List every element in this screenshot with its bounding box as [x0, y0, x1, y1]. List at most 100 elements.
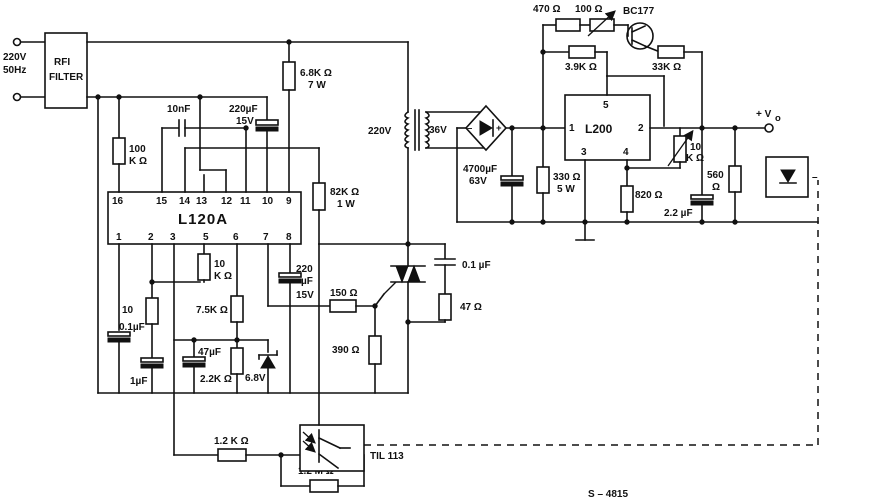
svg-text:820 Ω: 820 Ω	[635, 190, 662, 201]
bridge-rectifier: – +	[464, 104, 508, 152]
resistor-330: 330 Ω 5 W	[536, 166, 580, 195]
svg-text:K Ω: K Ω	[686, 153, 704, 164]
svg-text:K Ω: K Ω	[214, 271, 232, 282]
resistor-6k8: 6.8K Ω 7 W	[282, 61, 332, 91]
svg-text:2.2K Ω: 2.2K Ω	[200, 374, 232, 385]
svg-text:150 Ω: 150 Ω	[330, 288, 357, 299]
svg-text:15: 15	[156, 196, 168, 207]
svg-text:1: 1	[116, 232, 122, 243]
svg-text:2.2 µF: 2.2 µF	[664, 208, 693, 219]
capacitor-4700uf: 4700µF 63V	[463, 164, 524, 187]
svg-text:220V: 220V	[368, 126, 392, 137]
resistor-560: 560 Ω	[707, 165, 742, 193]
svg-text:36V: 36V	[429, 125, 447, 136]
svg-text:L120A: L120A	[178, 211, 228, 228]
resistor-82k: 82K Ω 1 W	[312, 182, 359, 211]
svg-text:100 Ω: 100 Ω	[575, 4, 602, 15]
svg-text:3.9K Ω: 3.9K Ω	[565, 62, 597, 73]
svg-text:15V: 15V	[296, 290, 314, 301]
svg-text:2: 2	[148, 232, 154, 243]
svg-text:47 Ω: 47 Ω	[460, 302, 482, 313]
potentiometer-10k: 10 K Ω	[667, 129, 704, 167]
vo-terminal: + V o	[756, 109, 781, 133]
svg-text:9: 9	[286, 196, 292, 207]
svg-text:10nF: 10nF	[167, 104, 190, 115]
ic-l120a: L120A 16 15 14 13 12 11 10 9 1 2 3 5 6 7…	[107, 191, 302, 245]
svg-text:12: 12	[221, 196, 233, 207]
svg-text:390 Ω: 390 Ω	[332, 345, 359, 356]
resistor-820: 820 Ω	[620, 185, 662, 213]
svg-text:1µF: 1µF	[130, 376, 147, 387]
svg-text:47µF: 47µF	[198, 347, 221, 358]
resistor-7k5: 7.5K Ω	[196, 295, 244, 323]
resistor-100k: 100 K Ω	[112, 137, 147, 167]
capacitor-220uf-b: 220 µF 15V	[278, 264, 314, 301]
zener-6v8: 6.8V	[245, 350, 278, 384]
svg-text:14: 14	[179, 196, 191, 207]
svg-text:FILTER: FILTER	[49, 72, 84, 83]
svg-text:6.8V: 6.8V	[245, 373, 266, 384]
svg-text:100: 100	[129, 144, 146, 155]
resistor-150: 150 Ω	[329, 288, 357, 313]
svg-text:33K Ω: 33K Ω	[652, 62, 681, 73]
svg-text:5 W: 5 W	[557, 184, 575, 195]
svg-text:o: o	[775, 113, 781, 124]
svg-text:RFI: RFI	[54, 57, 70, 68]
svg-text:+: +	[496, 123, 502, 134]
svg-text:50Hz: 50Hz	[3, 65, 26, 76]
svg-text:330 Ω: 330 Ω	[553, 172, 580, 183]
svg-text:220µF: 220µF	[229, 104, 258, 115]
capacitor-2-2uf: 2.2 µF	[664, 194, 714, 219]
svg-text:K Ω: K Ω	[129, 156, 147, 167]
svg-text:10: 10	[214, 259, 226, 270]
svg-text:560: 560	[707, 170, 724, 181]
capacitor-47uf: 47µF	[182, 347, 221, 368]
capacitor-0-1uf-b: 0.1 µF	[434, 258, 491, 271]
ic-l200: L200 1 2 3 4 5	[564, 94, 651, 161]
svg-text:–: –	[467, 123, 472, 134]
svg-text:7: 7	[263, 232, 269, 243]
svg-text:7 W: 7 W	[308, 80, 326, 91]
resistor-390: 390 Ω	[332, 335, 382, 365]
svg-text:5: 5	[603, 100, 609, 111]
opto-led-box: –	[765, 156, 818, 198]
capacitor-0-1uf-a: 0.1µF	[107, 322, 145, 343]
resistor-2k2: 2.2K Ω	[200, 347, 244, 385]
potentiometer-100: 100 Ω	[575, 4, 616, 37]
resistor-3k9: 3.9K Ω	[565, 45, 597, 73]
capacitor-220uf-top: 220µF 15V	[229, 104, 279, 132]
svg-text:63V: 63V	[469, 176, 487, 187]
mains-terminal-bottom	[12, 92, 22, 102]
svg-text:–: –	[812, 172, 818, 183]
mains-terminal-top	[12, 37, 22, 47]
svg-text:2: 2	[638, 123, 644, 134]
svg-text:L200: L200	[585, 122, 613, 136]
resistor-10-b: 10	[122, 297, 159, 325]
svg-text:1.2 K Ω: 1.2 K Ω	[214, 436, 249, 447]
optocoupler-til113: TIL 113	[299, 243, 404, 472]
svg-text:16: 16	[112, 196, 124, 207]
svg-text:15V: 15V	[236, 116, 254, 127]
svg-text:TIL 113: TIL 113	[370, 451, 404, 462]
svg-text:3: 3	[581, 147, 587, 158]
transistor-bc177: BC177	[623, 6, 655, 50]
triac	[383, 264, 426, 295]
svg-text:Ω: Ω	[712, 182, 720, 193]
resistor-10k-a: 10 K Ω	[197, 253, 232, 282]
mains-input: 220V 50Hz	[3, 37, 46, 102]
svg-text:4: 4	[623, 147, 629, 158]
svg-text:7.5K Ω: 7.5K Ω	[196, 305, 228, 316]
svg-text:3: 3	[170, 232, 176, 243]
svg-text:5: 5	[203, 232, 209, 243]
resistor-1k2: 1.2 K Ω	[214, 436, 249, 462]
svg-text:1 W: 1 W	[337, 199, 355, 210]
svg-text:13: 13	[196, 196, 208, 207]
svg-text:6: 6	[233, 232, 239, 243]
svg-text:6.8K Ω: 6.8K Ω	[300, 68, 332, 79]
capacitor-10nf: 10nF	[167, 104, 190, 137]
svg-text:0.1 µF: 0.1 µF	[462, 260, 491, 271]
capacitor-1uf: 1µF	[130, 357, 164, 387]
svg-text:10: 10	[122, 305, 134, 316]
svg-text:11: 11	[240, 196, 251, 207]
